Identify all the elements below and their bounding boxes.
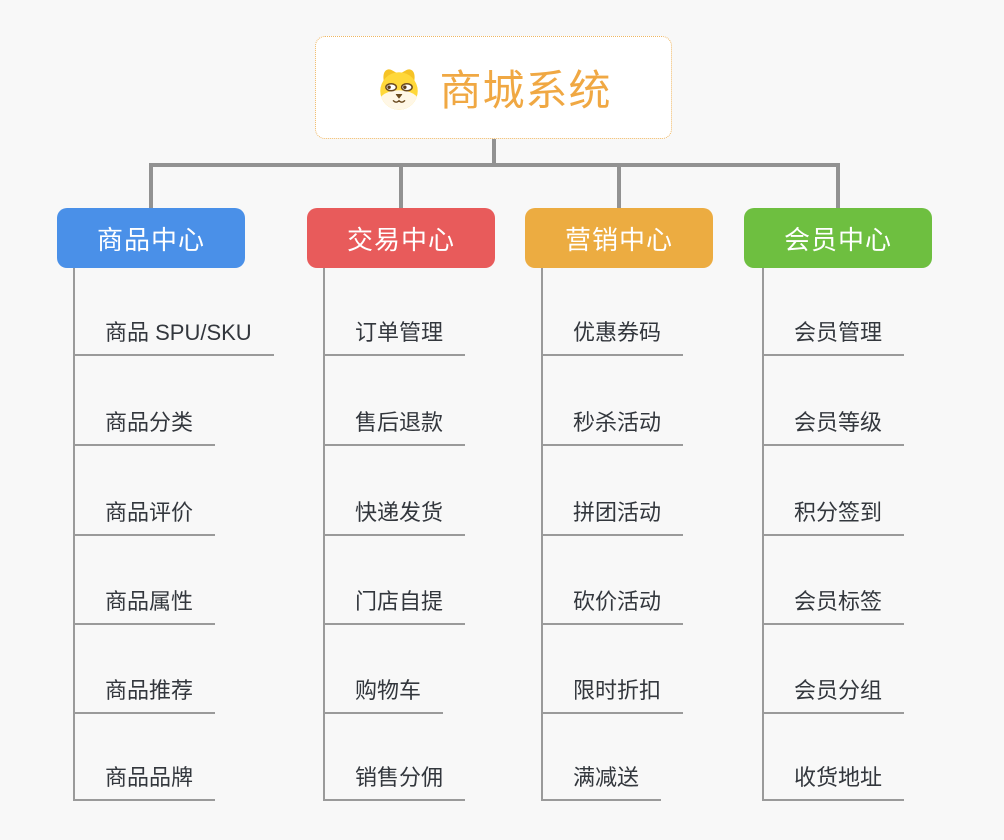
child-label: 拼团活动 <box>573 500 662 525</box>
branch-header-marketing-center[interactable]: 营销中心 <box>525 208 713 268</box>
child-label: 会员等级 <box>794 410 883 435</box>
child-label: 商品分类 <box>105 410 194 435</box>
root-node[interactable]: 商城系统 <box>315 36 672 139</box>
child-node[interactable]: 满减送 <box>541 755 662 801</box>
child-node[interactable]: 收货地址 <box>762 755 905 801</box>
child-label: 购物车 <box>355 678 422 703</box>
child-node[interactable]: 售后退款 <box>323 400 466 446</box>
child-label: 砍价活动 <box>573 589 662 614</box>
child-node[interactable]: 秒杀活动 <box>541 400 684 446</box>
child-node[interactable]: 砍价活动 <box>541 579 684 625</box>
branch-header-member-center[interactable]: 会员中心 <box>744 208 932 268</box>
child-node[interactable]: 商品评价 <box>73 490 216 536</box>
child-label: 限时折扣 <box>573 678 662 703</box>
child-node[interactable]: 会员等级 <box>762 400 905 446</box>
child-node[interactable]: 会员分组 <box>762 668 905 714</box>
child-label: 门店自提 <box>355 589 444 614</box>
child-node[interactable]: 优惠券码 <box>541 310 684 356</box>
dog-face-icon <box>375 64 423 112</box>
child-label: 商品 SPU/SKU <box>105 320 252 345</box>
child-label: 会员标签 <box>794 589 883 614</box>
child-label: 商品属性 <box>105 589 194 614</box>
child-label: 积分签到 <box>794 500 883 525</box>
child-label: 销售分佣 <box>355 765 444 790</box>
child-node[interactable]: 快递发货 <box>323 490 466 536</box>
child-node[interactable]: 商品分类 <box>73 400 216 446</box>
child-label: 收货地址 <box>794 765 883 790</box>
child-label: 商品品牌 <box>105 765 194 790</box>
child-label: 会员管理 <box>794 320 883 345</box>
root-title: 商城系统 <box>439 67 612 114</box>
branch-header-trade-center[interactable]: 交易中心 <box>307 208 495 268</box>
child-node[interactable]: 商品推荐 <box>73 668 216 714</box>
child-node[interactable]: 会员标签 <box>762 579 905 625</box>
child-node[interactable]: 商品属性 <box>73 579 216 625</box>
child-node[interactable]: 会员管理 <box>762 310 905 356</box>
child-node[interactable]: 拼团活动 <box>541 490 684 536</box>
child-node[interactable]: 积分签到 <box>762 490 905 536</box>
child-label: 秒杀活动 <box>573 410 662 435</box>
child-label: 会员分组 <box>794 678 883 703</box>
child-label: 售后退款 <box>355 410 444 435</box>
child-node[interactable]: 商品品牌 <box>73 755 216 801</box>
child-node[interactable]: 门店自提 <box>323 579 466 625</box>
child-label: 优惠券码 <box>573 320 662 345</box>
child-label: 订单管理 <box>355 320 444 345</box>
child-label: 快递发货 <box>355 500 444 525</box>
branch-header-product-center[interactable]: 商品中心 <box>57 208 245 268</box>
child-label: 满减送 <box>573 765 640 790</box>
child-label: 商品评价 <box>105 500 194 525</box>
child-label: 商品推荐 <box>105 678 194 703</box>
child-node[interactable]: 订单管理 <box>323 310 466 356</box>
child-node[interactable]: 销售分佣 <box>323 755 466 801</box>
child-node[interactable]: 商品 SPU/SKU <box>73 310 274 356</box>
child-node[interactable]: 购物车 <box>323 668 444 714</box>
child-node[interactable]: 限时折扣 <box>541 668 684 714</box>
